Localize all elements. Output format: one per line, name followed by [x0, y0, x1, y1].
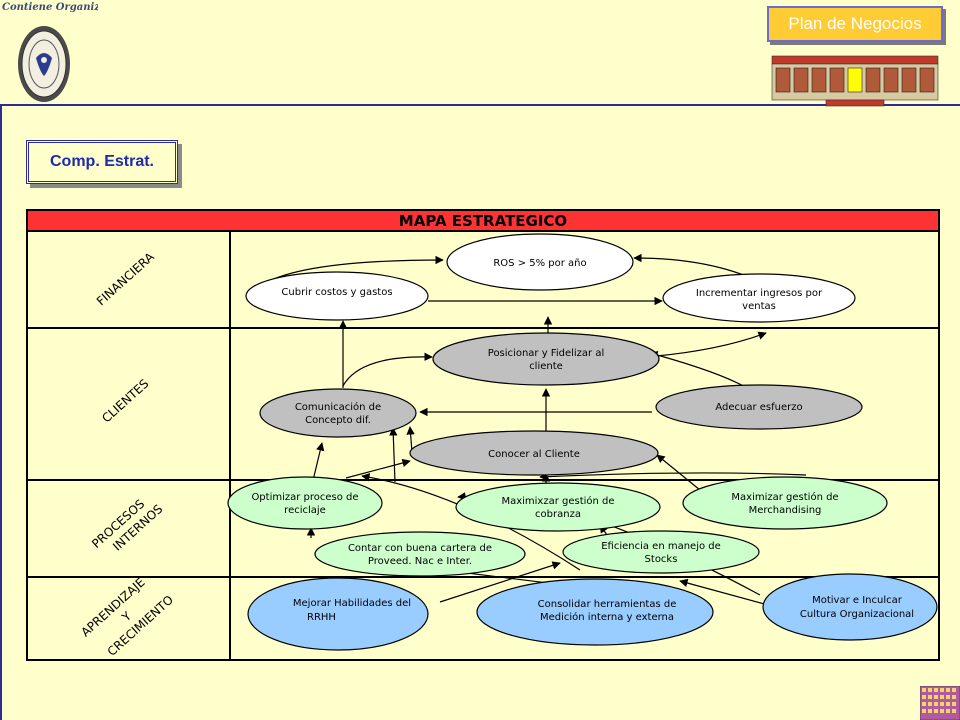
map-title: MAPA ESTRATEGICO [399, 212, 567, 230]
svg-text:Cultura Organizacional: Cultura Organizacional [800, 609, 914, 620]
org-chart-nav[interactable] [770, 54, 942, 108]
svg-text:Consolidar herramientas de: Consolidar herramientas de [538, 599, 677, 610]
left-divider [0, 104, 2, 720]
svg-text:Optimizar proceso de: Optimizar proceso de [251, 492, 358, 503]
plan-de-negocios-button[interactable]: Plan de Negocios [767, 6, 943, 42]
svg-text:ventas: ventas [742, 301, 776, 312]
node-optimizar-reciclaje: Optimizar proceso de reciclaje [227, 476, 383, 530]
node-cartera-proveedores: Contar con buena cartera de Proveed. Nac… [314, 531, 526, 577]
svg-text:Contar con buena cartera de: Contar con buena cartera de [348, 543, 492, 554]
svg-text:Adecuar esfuerzo: Adecuar esfuerzo [715, 402, 802, 413]
node-comunicacion: Comunicación de Concepto dif. [259, 388, 417, 438]
grid-nav-icon[interactable] [920, 686, 960, 720]
node-adecuar-esfuerzo: Adecuar esfuerzo [655, 384, 863, 430]
comp-estrat-button[interactable]: Comp. Estrat. [26, 140, 178, 184]
node-ros: ROS > 5% por año [446, 233, 634, 291]
svg-text:Posicionar y Fidelizar al: Posicionar y Fidelizar al [488, 348, 604, 359]
row-label-clientes: CLIENTES [99, 377, 151, 426]
node-cultura-organizacional: Motivar e Inculcar Cultura Organizaciona… [762, 573, 938, 641]
svg-text:Proveed. Nac e Inter.: Proveed. Nac e Inter. [368, 556, 472, 567]
svg-text:Cubrir costos y gastos: Cubrir costos y gastos [281, 287, 392, 298]
svg-text:Eficiencia en manejo de: Eficiencia en manejo de [601, 541, 721, 552]
university-logo: Contiene Organizaciones [0, 0, 100, 106]
node-incrementar-ingresos: Incrementar ingresos por ventas [662, 273, 856, 323]
header-divider [0, 104, 960, 106]
svg-text:Merchandising: Merchandising [749, 505, 822, 516]
svg-text:cobranza: cobranza [535, 509, 581, 520]
seal-icon [18, 26, 70, 102]
svg-text:reciclaje: reciclaje [284, 505, 326, 516]
svg-text:RRHH: RRHH [307, 612, 336, 623]
svg-text:Maximizar gestión de: Maximizar gestión de [731, 491, 838, 503]
node-cubrir-costos: Cubrir costos y gastos [245, 271, 429, 321]
node-herramientas-medicion: Consolidar herramientas de Medición inte… [476, 578, 714, 646]
node-maximizar-cobranza: Maximixzar gestión de cobranza [455, 482, 661, 532]
node-maximizar-merchandising: Maximizar gestión de Merchandising [682, 476, 888, 530]
svg-text:Stocks: Stocks [645, 554, 678, 565]
node-posicionar: Posicionar y Fidelizar al cliente [432, 332, 660, 386]
svg-text:Mejorar Habilidades del: Mejorar Habilidades del [293, 598, 411, 609]
svg-text:cliente: cliente [529, 361, 563, 372]
svg-text:Conocer al Cliente: Conocer al Cliente [488, 449, 580, 460]
svg-text:Incrementar ingresos por: Incrementar ingresos por [696, 288, 823, 299]
svg-text:Medición interna y externa: Medición interna y externa [540, 611, 674, 623]
svg-text:Motivar e Inculcar: Motivar e Inculcar [812, 595, 903, 606]
node-eficiencia-stocks: Eficiencia en manejo de Stocks [562, 530, 760, 574]
node-habilidades-rrhh: Mejorar Habilidades del RRHH [247, 577, 429, 651]
row-label-financiera: FINANCIERA [94, 249, 158, 308]
svg-text:Concepto dif.: Concepto dif. [305, 415, 371, 426]
map-title-bar [28, 211, 938, 231]
node-conocer-cliente: Conocer al Cliente [409, 430, 659, 476]
svg-text:Maximixzar gestión de: Maximixzar gestión de [501, 495, 614, 507]
svg-text:ROS > 5% por año: ROS > 5% por año [493, 258, 586, 269]
svg-text:Comunicación de: Comunicación de [295, 401, 381, 413]
logo-text: Contiene Organizaciones [2, 2, 98, 13]
